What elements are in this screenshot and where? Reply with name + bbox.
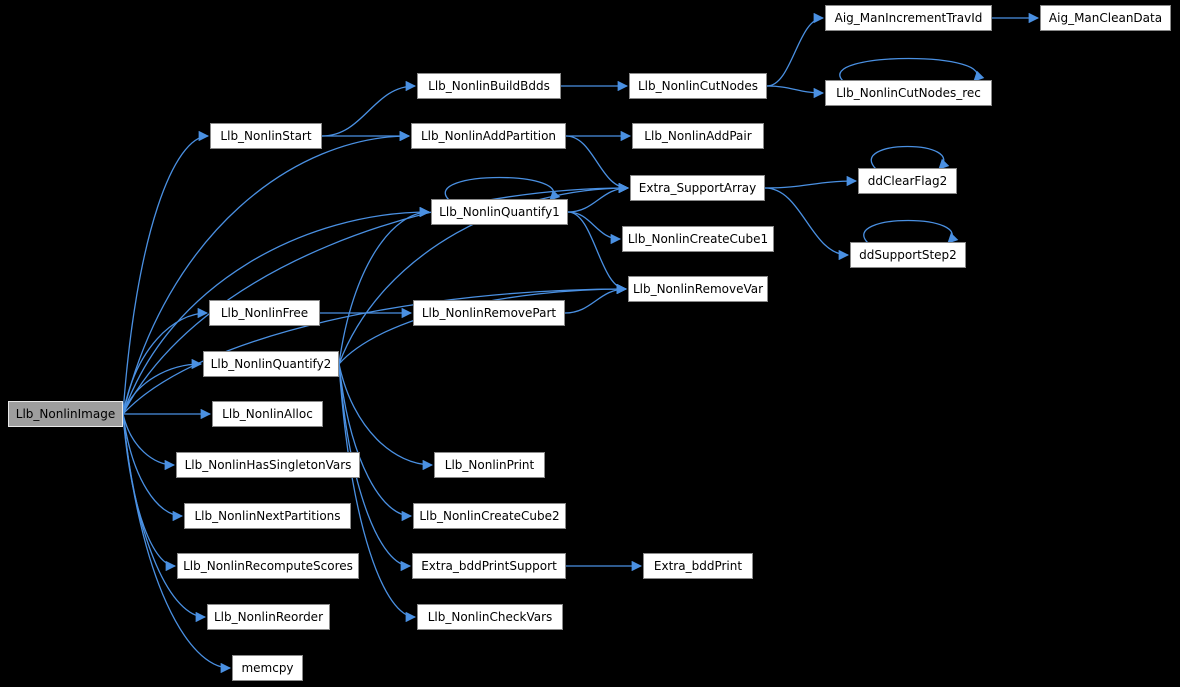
node-label: Llb_NonlinCreateCube2 [419, 509, 560, 523]
node-addpair[interactable]: Llb_NonlinAddPair [632, 123, 764, 149]
node-label: Aig_ManCleanData [1048, 11, 1163, 25]
node-checkvars[interactable]: Llb_NonlinCheckVars [417, 604, 563, 630]
edge-image-to-start [122, 130, 210, 415]
node-buildbdds[interactable]: Llb_NonlinBuildBdds [417, 73, 561, 99]
node-memcpy[interactable]: memcpy [232, 655, 303, 681]
node-reorder[interactable]: Llb_NonlinReorder [207, 604, 330, 630]
node-cutnodes[interactable]: Llb_NonlinCutNodes [629, 73, 767, 99]
node-label: Llb_NonlinAlloc [222, 407, 313, 421]
edge-supportstep-to-supportstep [863, 219, 959, 244]
edge-supportarray-to-clearflag [764, 175, 858, 189]
node-label: Llb_NonlinPrint [444, 458, 535, 472]
edge-removepart-to-removevar [564, 283, 628, 314]
edge-start-to-buildbdds [321, 80, 417, 137]
edge-image-to-memcpy [122, 413, 232, 674]
edge-quantify1-to-quantify1 [444, 176, 561, 201]
node-label: Llb_NonlinRemoveVar [632, 282, 764, 296]
node-removepart[interactable]: Llb_NonlinRemovePart [413, 300, 565, 326]
node-clearflag[interactable]: ddClearFlag2 [858, 168, 957, 194]
node-label: Llb_NonlinNextPartitions [194, 509, 341, 523]
node-label: Llb_NonlinAddPartition [420, 129, 557, 143]
edge-cutnodes-to-cutnodesrec [766, 85, 825, 99]
node-addpartition[interactable]: Llb_NonlinAddPartition [411, 123, 566, 149]
edge-supportarray-to-supportstep [764, 187, 850, 261]
node-label: Llb_NonlinAddPair [644, 129, 752, 143]
node-label: memcpy [241, 661, 294, 675]
edge-addpartition-to-supportarray [565, 135, 630, 194]
node-alloc[interactable]: Llb_NonlinAlloc [212, 401, 323, 427]
node-label: ddSupportStep2 [859, 248, 957, 262]
edge-clearflag-to-clearflag [870, 145, 950, 170]
node-start[interactable]: Llb_NonlinStart [210, 123, 322, 149]
edge-quantify1-to-createcube1 [567, 211, 622, 245]
edge-quantify2-to-checkvars [338, 363, 417, 623]
node-singleton[interactable]: Llb_NonlinHasSingletonVars [176, 452, 360, 478]
node-label: ddClearFlag2 [867, 174, 948, 188]
node-removevar[interactable]: Llb_NonlinRemoveVar [628, 276, 768, 302]
edge-quantify2-to-createcube2 [338, 363, 413, 522]
node-bddprint[interactable]: Extra_bddPrint [643, 553, 753, 579]
node-label: Llb_NonlinBuildBdds [428, 79, 550, 93]
node-cleandata[interactable]: Aig_ManCleanData [1040, 5, 1171, 31]
node-travid[interactable]: Aig_ManIncrementTravId [825, 5, 992, 31]
node-label: Extra_bddPrintSupport [421, 559, 557, 573]
edge-image-to-addpartition [122, 130, 411, 415]
node-label: Llb_NonlinCreateCube1 [627, 232, 769, 246]
node-quantify2[interactable]: Llb_NonlinQuantify2 [203, 351, 339, 377]
node-supportstep[interactable]: ddSupportStep2 [850, 242, 966, 268]
node-label: Extra_bddPrint [653, 559, 743, 573]
node-label: Llb_NonlinCutNodes [637, 79, 759, 93]
node-printsupport[interactable]: Extra_bddPrintSupport [412, 553, 566, 579]
edge-image-to-singleton [122, 413, 176, 471]
node-cutnodesrec[interactable]: Llb_NonlinCutNodes_rec [825, 80, 992, 106]
edge-image-to-removevar [122, 283, 628, 415]
edge-quantify2-to-printsupport [338, 363, 412, 572]
edge-quantify2-to-quantify1 [338, 206, 431, 365]
node-label: Llb_NonlinReorder [213, 610, 323, 624]
edge-image-to-quantify1 [122, 206, 431, 415]
edge-image-to-supportarray [122, 182, 630, 415]
edge-quantify2-to-print [338, 363, 434, 471]
node-image[interactable]: Llb_NonlinImage [8, 401, 123, 427]
node-label: Llb_NonlinCheckVars [427, 610, 553, 624]
node-label: Extra_SupportArray [638, 181, 757, 195]
node-print[interactable]: Llb_NonlinPrint [434, 452, 545, 478]
node-createcube2[interactable]: Llb_NonlinCreateCube2 [413, 503, 566, 529]
node-supportarray[interactable]: Extra_SupportArray [630, 175, 765, 201]
edge-image-to-free [122, 307, 209, 415]
node-recompute[interactable]: Llb_NonlinRecomputeScores [177, 553, 359, 579]
node-label: Aig_ManIncrementTravId [834, 11, 983, 25]
edge-quantify2-to-supportarray [338, 182, 630, 365]
node-label: Llb_NonlinStart [220, 129, 312, 143]
edge-quantify1-to-removevar [567, 211, 628, 295]
edge-image-to-nextpartitions [122, 413, 184, 522]
edge-cutnodesrec-to-cutnodesrec [839, 57, 985, 82]
node-nextpartitions[interactable]: Llb_NonlinNextPartitions [184, 503, 351, 529]
edge-image-to-quantify2 [122, 358, 203, 415]
edge-cutnodes-to-travid [766, 12, 825, 87]
node-label: Llb_NonlinQuantify2 [210, 357, 332, 371]
node-quantify1[interactable]: Llb_NonlinQuantify1 [431, 199, 568, 225]
node-label: Llb_NonlinRecomputeScores [183, 559, 353, 573]
node-label: Llb_NonlinFree [220, 306, 309, 320]
node-label: Llb_NonlinQuantify1 [439, 205, 560, 219]
node-label: Llb_NonlinImage [15, 407, 116, 421]
node-label: Llb_NonlinHasSingletonVars [184, 458, 352, 472]
edge-image-to-recompute [122, 413, 177, 572]
node-label: Llb_NonlinCutNodes_rec [836, 86, 981, 100]
node-label: Llb_NonlinRemovePart [421, 306, 557, 320]
node-free[interactable]: Llb_NonlinFree [209, 300, 320, 326]
node-createcube1[interactable]: Llb_NonlinCreateCube1 [622, 226, 774, 252]
